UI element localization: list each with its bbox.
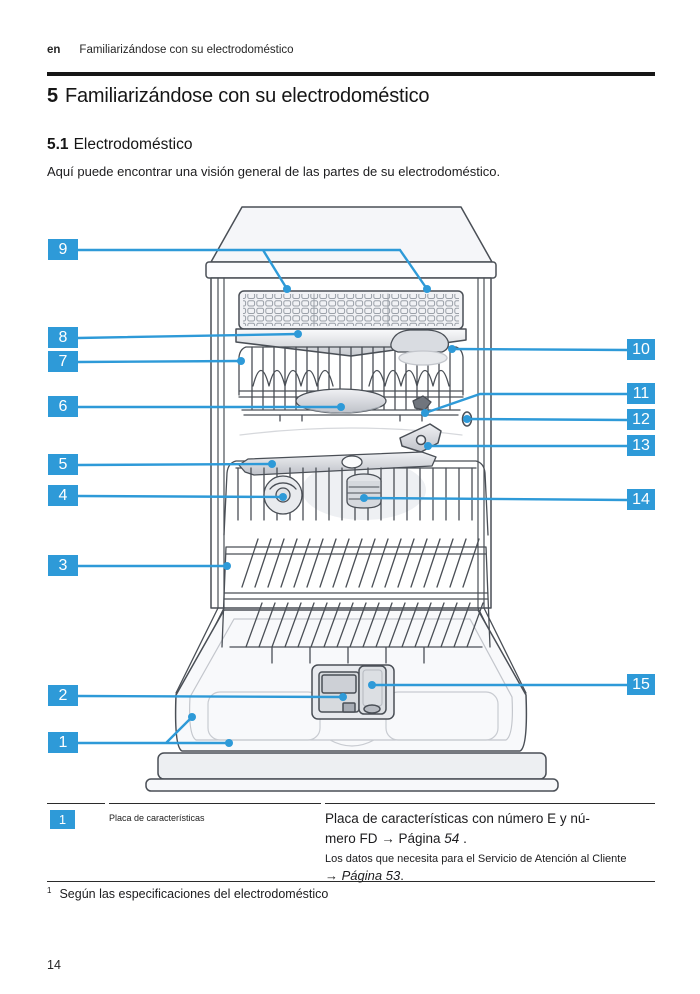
- legend-description: Placa de características con número E y …: [325, 811, 590, 846]
- running-title: Familiarizándose con su electrodoméstico: [79, 44, 294, 56]
- callout-3: 3: [48, 555, 78, 576]
- door-lip: [145, 778, 559, 792]
- page-number: 14: [47, 958, 61, 972]
- section-number: 5.1: [47, 136, 69, 153]
- chapter-rule: [47, 72, 655, 76]
- appliance-diagram: 9 8 7 6 5 4 3 2 1 10 11 12 13 14 15: [40, 195, 670, 795]
- dishwasher-illustration: [76, 206, 629, 792]
- countertop-edge: [205, 261, 497, 279]
- callout-dots: [188, 285, 471, 747]
- legend-number-cell: 1: [47, 803, 105, 884]
- callout-12: 12: [627, 409, 655, 430]
- running-head: en Familiarizándose con su electrodomésti…: [47, 44, 294, 56]
- callout-1: 1: [48, 732, 78, 753]
- legend-number-badge: 1: [50, 810, 75, 829]
- countertop: [210, 206, 493, 263]
- footnote-marker: 1: [47, 886, 52, 895]
- legend-note-ref: → Página 53.: [325, 868, 404, 883]
- legend-note: Los datos que necesita para el Servicio …: [325, 853, 627, 865]
- legend-term: Placa de características: [109, 813, 205, 823]
- filter-unit: [346, 473, 382, 509]
- knife-shelf: [390, 329, 450, 353]
- door-open: [145, 607, 559, 792]
- language-code: en: [47, 44, 61, 56]
- upper-rack: [238, 329, 464, 422]
- section-title: Electrodoméstico: [73, 136, 193, 153]
- legend-page-ref-54: 54: [444, 831, 460, 846]
- chapter-heading: 5 Familiarizándose con su electrodoméstic…: [47, 85, 430, 108]
- intro-text: Aquí puede encontrar una visión general …: [47, 164, 501, 179]
- door-front: [157, 752, 547, 780]
- callout-7: 7: [48, 351, 78, 372]
- callout-13: 13: [627, 435, 655, 456]
- legend-term-cell: Placa de características: [109, 803, 321, 884]
- detergent-dispenser: [311, 664, 395, 720]
- lower-rack: [221, 451, 491, 664]
- legend-description-cell: Placa de características con número E y …: [325, 803, 655, 884]
- legend-table: 1 Placa de características Placa de cara…: [47, 803, 655, 884]
- rack-water-coupling: [412, 395, 432, 411]
- callout-leader-lines: [76, 248, 629, 745]
- callout-5: 5: [48, 454, 78, 475]
- legend-desc-line1: Placa de características con número E y …: [325, 811, 590, 826]
- callout-8: 8: [48, 327, 78, 348]
- callout-10: 10: [627, 339, 655, 360]
- legend-desc-line2: mero FD → Página: [325, 831, 445, 846]
- callout-11: 11: [627, 383, 655, 404]
- chapter-number: 5: [47, 85, 58, 107]
- callout-9: 9: [48, 239, 78, 260]
- callout-15: 15: [627, 674, 655, 695]
- chapter-title: Familiarizándose con su electrodoméstico: [64, 85, 430, 107]
- footnote: 1 Según las especificaciones del electrod…: [47, 886, 328, 901]
- legend-page-ref-53: Página 53: [341, 868, 401, 883]
- legend-bottom-rule: [47, 881, 655, 882]
- callout-2: 2: [48, 685, 78, 706]
- callout-4: 4: [48, 485, 78, 506]
- callout-14: 14: [627, 489, 655, 510]
- callout-6: 6: [48, 396, 78, 417]
- footnote-text: Según las especificaciones del electrodo…: [59, 887, 329, 902]
